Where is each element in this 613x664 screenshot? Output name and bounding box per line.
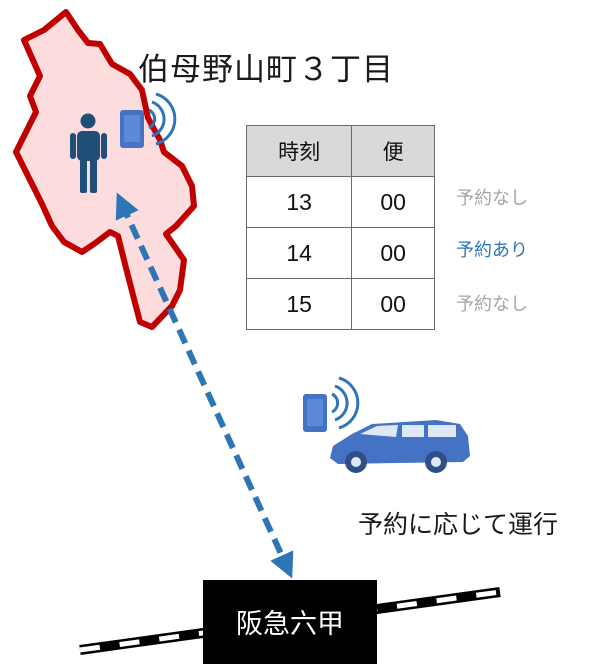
schedule-row: 13 00	[245, 176, 435, 228]
station-box: 阪急六甲	[203, 580, 377, 664]
schedule-header-row: 時刻 便	[245, 125, 435, 177]
header-service: 便	[351, 125, 435, 177]
minute-cell: 00	[351, 278, 435, 330]
schedule-table: 時刻 便 13 00 14 00 15 00	[245, 125, 435, 330]
station-label: 阪急六甲	[236, 609, 344, 640]
status-label: 予約なし	[456, 294, 528, 315]
vehicle-smartphone-icon	[303, 376, 360, 432]
hour-cell: 14	[245, 227, 353, 279]
smartphone-signal-icon	[120, 92, 177, 148]
area-title: 伯母野山町３丁目	[138, 52, 394, 88]
header-time: 時刻	[245, 125, 353, 177]
hour-cell: 13	[245, 176, 353, 228]
status-label: 予約なし	[456, 188, 528, 209]
minute-cell: 00	[351, 227, 435, 279]
minivan-icon	[330, 420, 470, 473]
schedule-row: 15 00	[245, 278, 435, 330]
route-arrow	[115, 192, 294, 579]
status-label: 予約あり	[456, 240, 528, 261]
hour-cell: 15	[245, 278, 353, 330]
minute-cell: 00	[351, 176, 435, 228]
schedule-row: 14 00	[245, 227, 435, 279]
operation-caption: 予約に応じて運行	[358, 510, 559, 539]
person-icon	[70, 113, 107, 193]
